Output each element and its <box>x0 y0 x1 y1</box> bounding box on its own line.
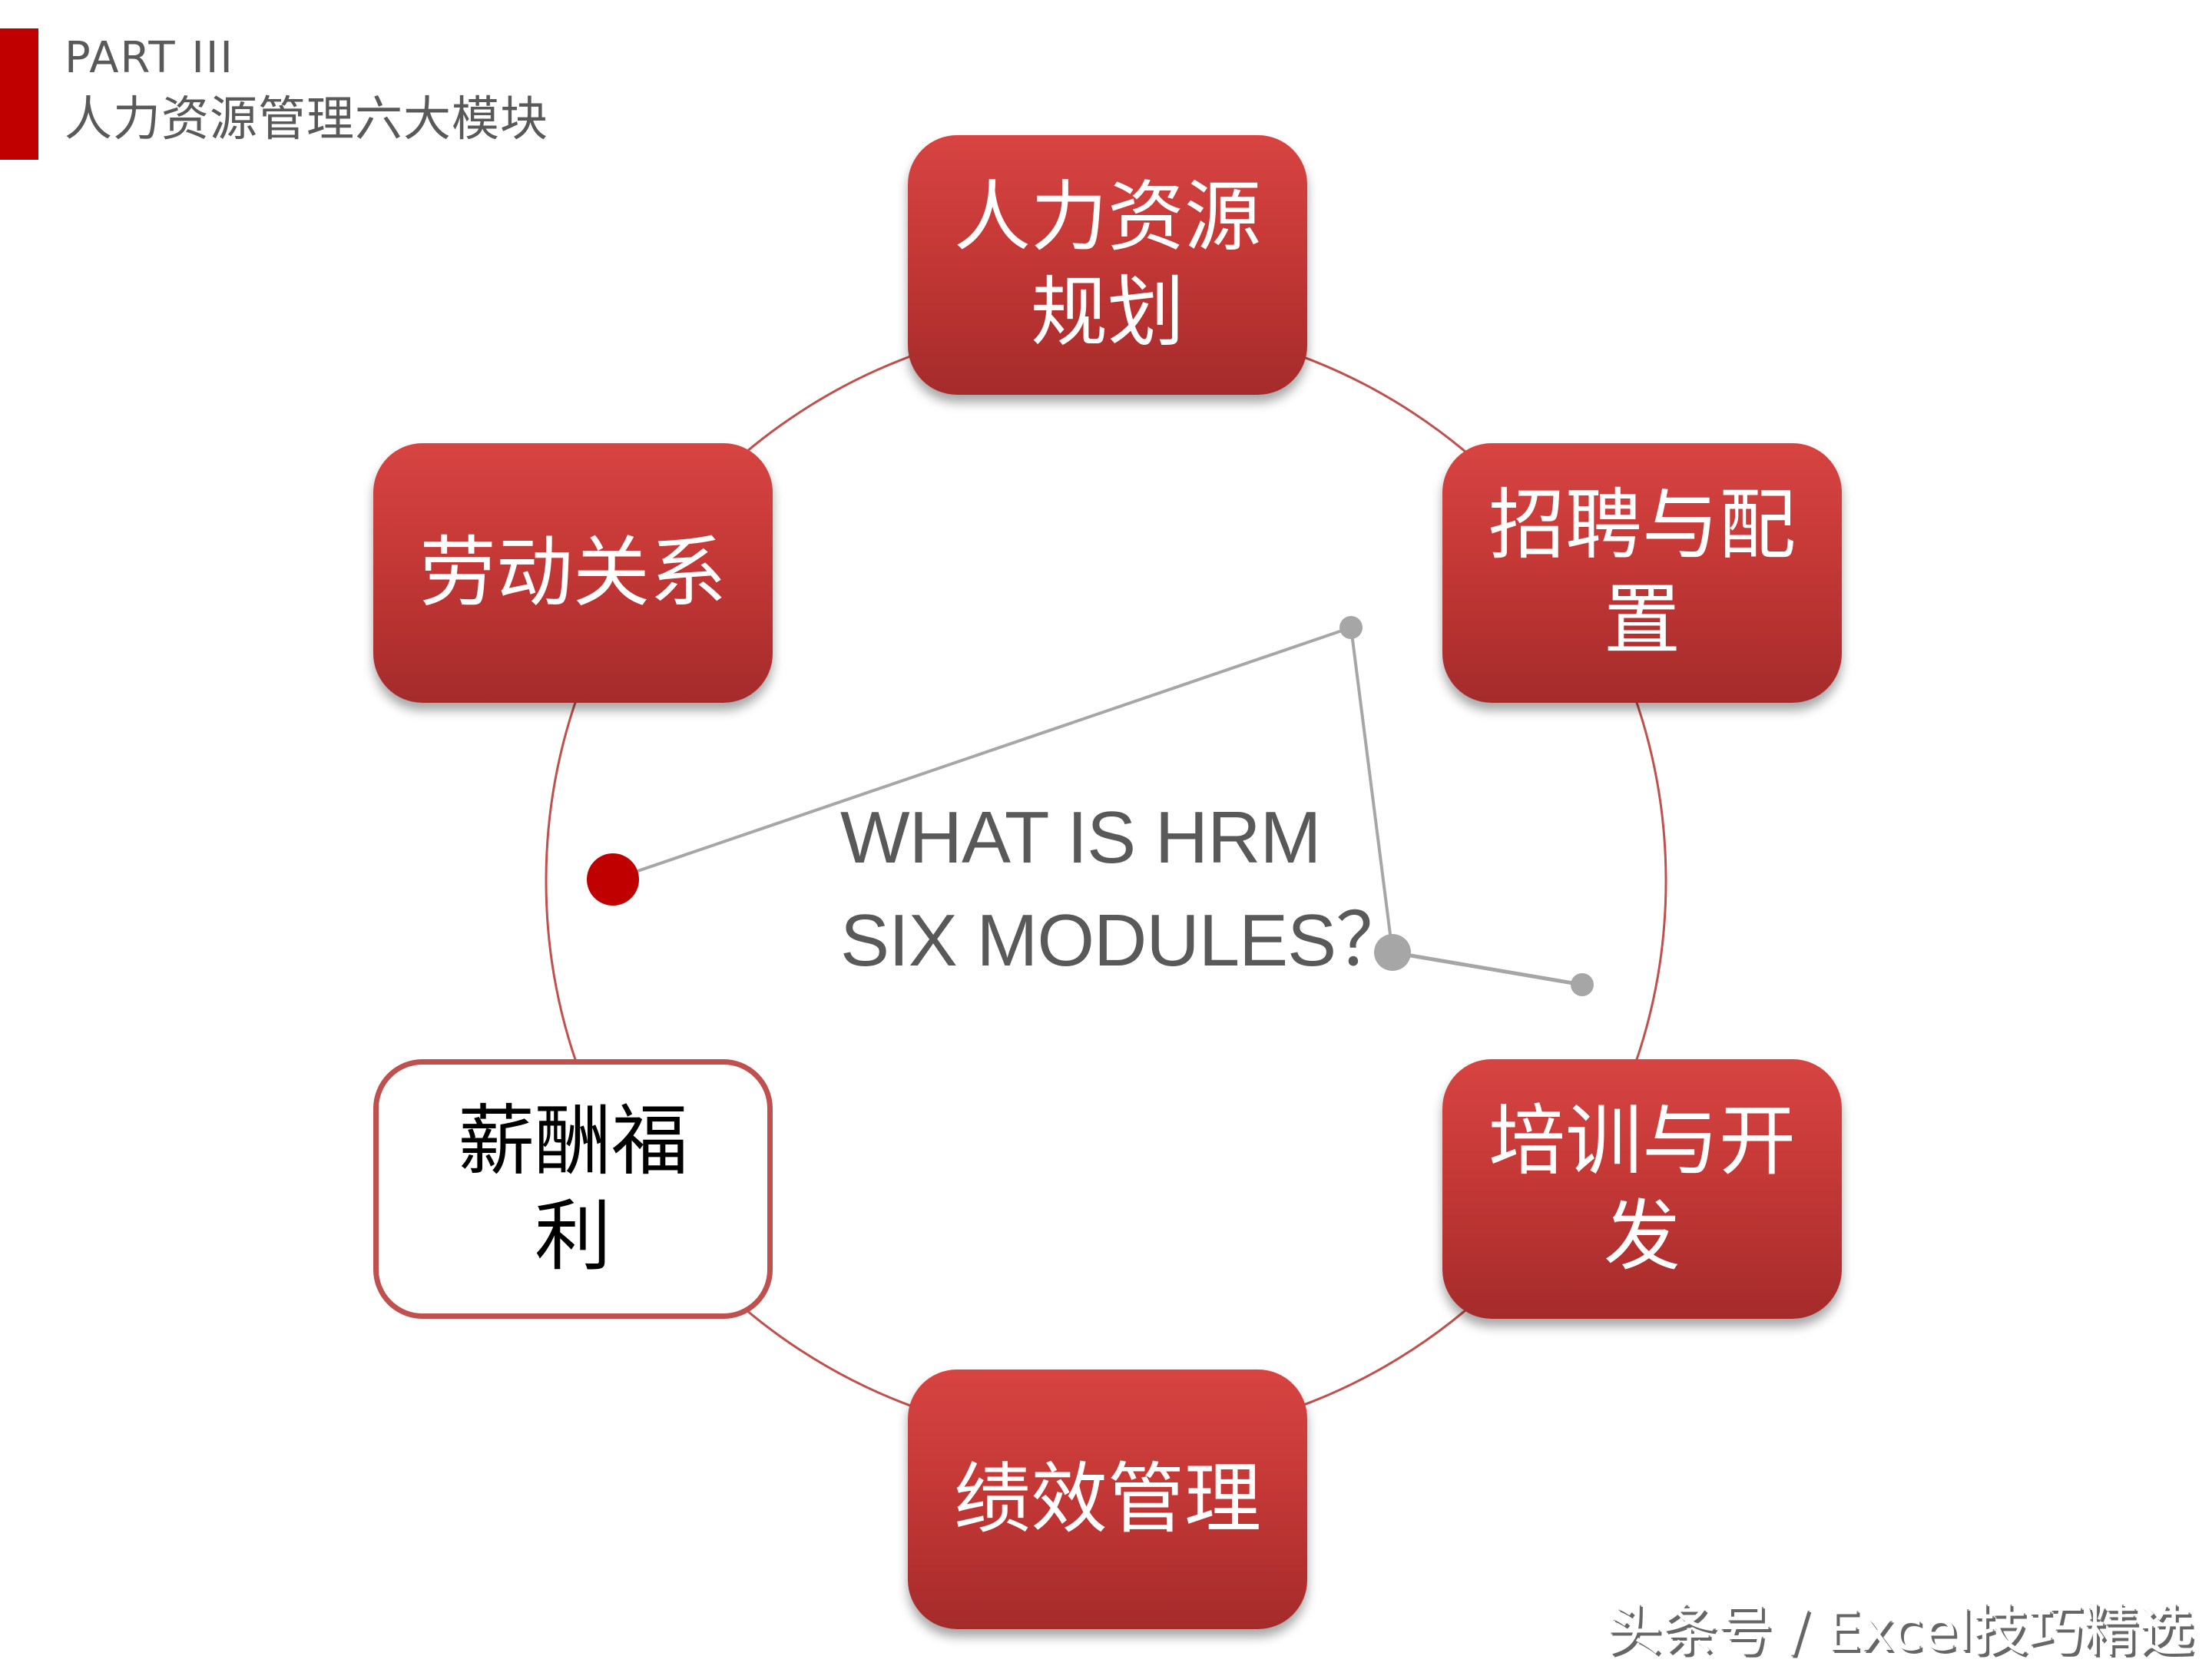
module-recruitment[interactable]: 招聘与配 置 <box>1442 443 1842 703</box>
center-question-line2: SIX MODULES？ <box>840 899 1409 982</box>
gray-dot-icon <box>1374 934 1411 971</box>
module-label: 薪酬福利 <box>458 1096 688 1281</box>
part-label: PART III <box>65 33 234 83</box>
gray-dot-icon <box>1571 973 1594 996</box>
center-question-line1: WHAT IS HRM <box>840 797 1321 879</box>
module-label-line2: 置 <box>1604 575 1681 665</box>
module-hr-planning[interactable]: 人力资源 规划 <box>908 135 1307 395</box>
module-performance[interactable]: 绩效管理 <box>908 1370 1307 1629</box>
decorative-connector <box>587 616 1594 996</box>
module-training[interactable]: 培训与开 发 <box>1442 1059 1842 1319</box>
module-label-line1: 招聘与配 <box>1488 480 1796 570</box>
module-label-line1: 培训与开 <box>1488 1096 1796 1186</box>
module-label-line2: 发 <box>1604 1191 1681 1281</box>
red-dot-icon <box>587 853 639 906</box>
module-label: 绩效管理 <box>954 1454 1261 1544</box>
module-label: 劳动关系 <box>419 528 727 618</box>
center-question: WHAT IS HRM SIX MODULES？ <box>840 787 1409 992</box>
module-label-line2: 规划 <box>1031 267 1184 357</box>
section-title: 人力资源管理六大模块 <box>65 91 549 147</box>
section-accent-bar <box>0 28 38 160</box>
module-label-line1: 人力资源 <box>954 172 1261 262</box>
module-labor-relations[interactable]: 劳动关系 <box>373 443 773 703</box>
gray-dot-icon <box>1339 616 1363 639</box>
watermark: 头条号 / Excel技巧精选 <box>1606 1598 2194 1663</box>
module-compensation[interactable]: 薪酬福利 <box>373 1059 773 1319</box>
